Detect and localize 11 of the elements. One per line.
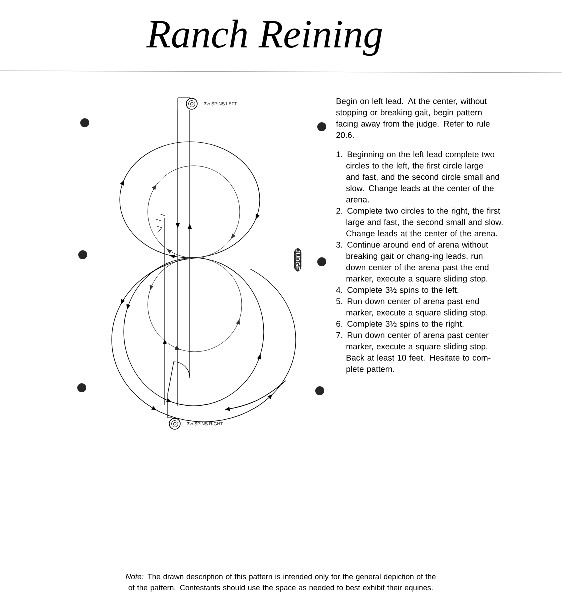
pattern-step: 1. Beginning on the left lead complete two circles to the left, the first circle large and fast, and the second circle small and slow. Change leads at the center of the arena. xyxy=(336,151,500,203)
spin-marker xyxy=(186,98,198,110)
pattern-step: 5. Run down center of arena past end marker, execute a square sliding stop. xyxy=(336,298,488,318)
instruction-text: Begin on left lead. At the center, without stopping or breaking gait, begin pattern facing away from the judge. Refer to rule 20.6. xyxy=(336,98,490,138)
pattern-step: 6. Complete 3½ spins to the right. xyxy=(336,320,464,329)
spin-marker xyxy=(169,418,181,430)
pattern-step: 7. Run down center of arena past center marker, execute a square sliding stop. Back at least 10 feet. Hesitate to com-plete pattern. xyxy=(336,332,491,374)
title: Ranch Reining xyxy=(146,20,382,56)
pattern-step: 4. Complete 3½ spins to the left. xyxy=(336,287,459,295)
pattern-step: 3. Continue around end of arena without breaking gait or chang-ing leads, run down center of the arena past the end marker, execute a square sliding stop. xyxy=(336,242,489,284)
pattern-step: 2. Complete two circles to the right, the first large and fast, the second small and slow. Change leads at the center of the arena. xyxy=(336,208,503,238)
